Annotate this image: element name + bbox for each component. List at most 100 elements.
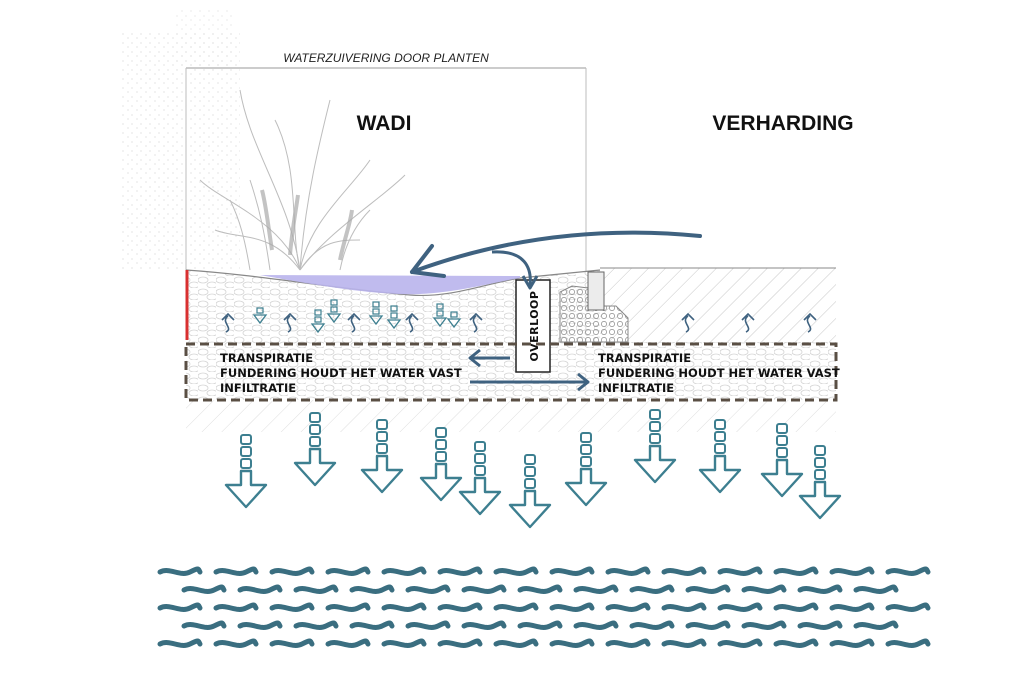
groundwater-wave <box>717 566 763 576</box>
groundwater-wave <box>157 638 203 648</box>
groundwater-wave <box>773 602 819 612</box>
groundwater-wave <box>685 620 731 630</box>
groundwater-wave <box>661 602 707 612</box>
infiltration-arrow <box>798 445 842 520</box>
seepage-arrow <box>368 301 384 326</box>
groundwater-wave <box>269 602 315 612</box>
groundwater-wave <box>549 566 595 576</box>
groundwater-wave <box>885 638 931 648</box>
transpiration-arrow <box>681 312 695 333</box>
groundwater-wave <box>629 584 675 594</box>
infiltration-arrow <box>760 423 804 498</box>
groundwater-wave <box>797 584 843 594</box>
right-label-infiltratie: INFILTRATIE <box>598 381 674 395</box>
seepage-arrow <box>326 299 342 324</box>
soil-layers <box>185 267 836 432</box>
groundwater-wave <box>829 638 875 648</box>
groundwater-wave <box>549 638 595 648</box>
groundwater-wave <box>213 638 259 648</box>
seepage-arrow <box>310 309 326 334</box>
caption-dimension: WATERZUIVERING DOOR PLANTEN <box>185 51 587 272</box>
left-label-transpiratie: TRANSPIRATIE <box>220 351 313 365</box>
groundwater-wave <box>237 620 283 630</box>
groundwater-wave <box>717 638 763 648</box>
groundwater-wave <box>517 584 563 594</box>
transpiration-arrow <box>405 312 419 333</box>
seepage-arrow <box>252 307 268 325</box>
groundwater-wave <box>269 566 315 576</box>
groundwater-wave <box>213 566 259 576</box>
groundwater-wave <box>885 602 931 612</box>
infiltration-arrow <box>633 409 677 484</box>
groundwater-wave <box>605 566 651 576</box>
seepage-arrow <box>386 305 402 330</box>
groundwater-wave <box>885 566 931 576</box>
transpiration-arrow <box>803 312 817 333</box>
foundation-boundary <box>184 342 838 402</box>
right-layer-labels: TRANSPIRATIE FUNDERING HOUDT HET WATER V… <box>598 351 840 395</box>
groundwater-wave <box>853 584 899 594</box>
overflow-arrow-head <box>521 275 539 290</box>
transpiration-arrow <box>469 312 483 333</box>
infiltration-arrow <box>293 412 337 487</box>
groundwater-wave <box>405 620 451 630</box>
groundwater-wave <box>181 584 227 594</box>
groundwater-wave <box>381 638 427 648</box>
groundwater-wave <box>741 584 787 594</box>
zone-title-verharding: VERHARDING <box>712 112 853 135</box>
wadi-water-pond <box>260 275 520 295</box>
groundwater-wave <box>605 602 651 612</box>
groundwater-wave <box>773 638 819 648</box>
small-flow-arrows <box>221 299 817 334</box>
groundwater-wave <box>493 638 539 648</box>
runoff-arrow-head <box>410 244 446 278</box>
runoff-arrow <box>410 230 702 274</box>
groundwater-wave <box>549 602 595 612</box>
groundwater-wave <box>605 638 651 648</box>
infiltration-arrows <box>224 409 842 529</box>
infiltration-arrow <box>508 454 552 529</box>
groundwater-wave <box>269 638 315 648</box>
left-label-infiltratie: INFILTRATIE <box>220 381 296 395</box>
zone-title-wadi: WADI <box>357 112 412 135</box>
groundwater-waves <box>157 566 931 648</box>
infiltration-arrow <box>419 427 463 502</box>
groundwater-wave <box>517 620 563 630</box>
groundwater-wave <box>461 584 507 594</box>
transpiration-arrow <box>221 312 235 333</box>
groundwater-wave <box>293 620 339 630</box>
groundwater-wave <box>213 602 259 612</box>
groundwater-wave <box>629 620 675 630</box>
groundwater-wave <box>349 620 395 630</box>
groundwater-wave <box>237 584 283 594</box>
infiltration-arrow <box>360 419 404 494</box>
groundwater-wave <box>437 638 483 648</box>
groundwater-wave <box>461 620 507 630</box>
groundwater-wave <box>325 638 371 648</box>
groundwater-wave <box>829 566 875 576</box>
right-label-transpiratie: TRANSPIRATIE <box>598 351 691 365</box>
arrow-foundation-right <box>470 372 590 392</box>
groundwater-wave <box>573 584 619 594</box>
overflow-arrow <box>491 250 532 287</box>
groundwater-wave <box>381 602 427 612</box>
groundwater-wave <box>741 620 787 630</box>
groundwater-wave <box>717 602 763 612</box>
groundwater-wave <box>181 620 227 630</box>
left-label-fundering: FUNDERING HOUDT HET WATER VAST <box>220 366 462 380</box>
groundwater-wave <box>325 566 371 576</box>
right-label-fundering: FUNDERING HOUDT HET WATER VAST <box>598 366 840 380</box>
groundwater-wave <box>573 620 619 630</box>
caption-text: WATERZUIVERING DOOR PLANTEN <box>283 51 489 65</box>
groundwater-wave <box>661 638 707 648</box>
seepage-arrow <box>432 303 448 328</box>
groundwater-wave <box>405 584 451 594</box>
infiltration-arrow <box>698 419 742 494</box>
groundwater-wave <box>349 584 395 594</box>
left-layer-labels: TRANSPIRATIE FUNDERING HOUDT HET WATER V… <box>220 351 462 395</box>
groundwater-wave <box>293 584 339 594</box>
infiltration-arrow <box>458 441 502 516</box>
transpiration-arrow <box>283 312 297 333</box>
transpiration-arrow <box>741 312 755 333</box>
